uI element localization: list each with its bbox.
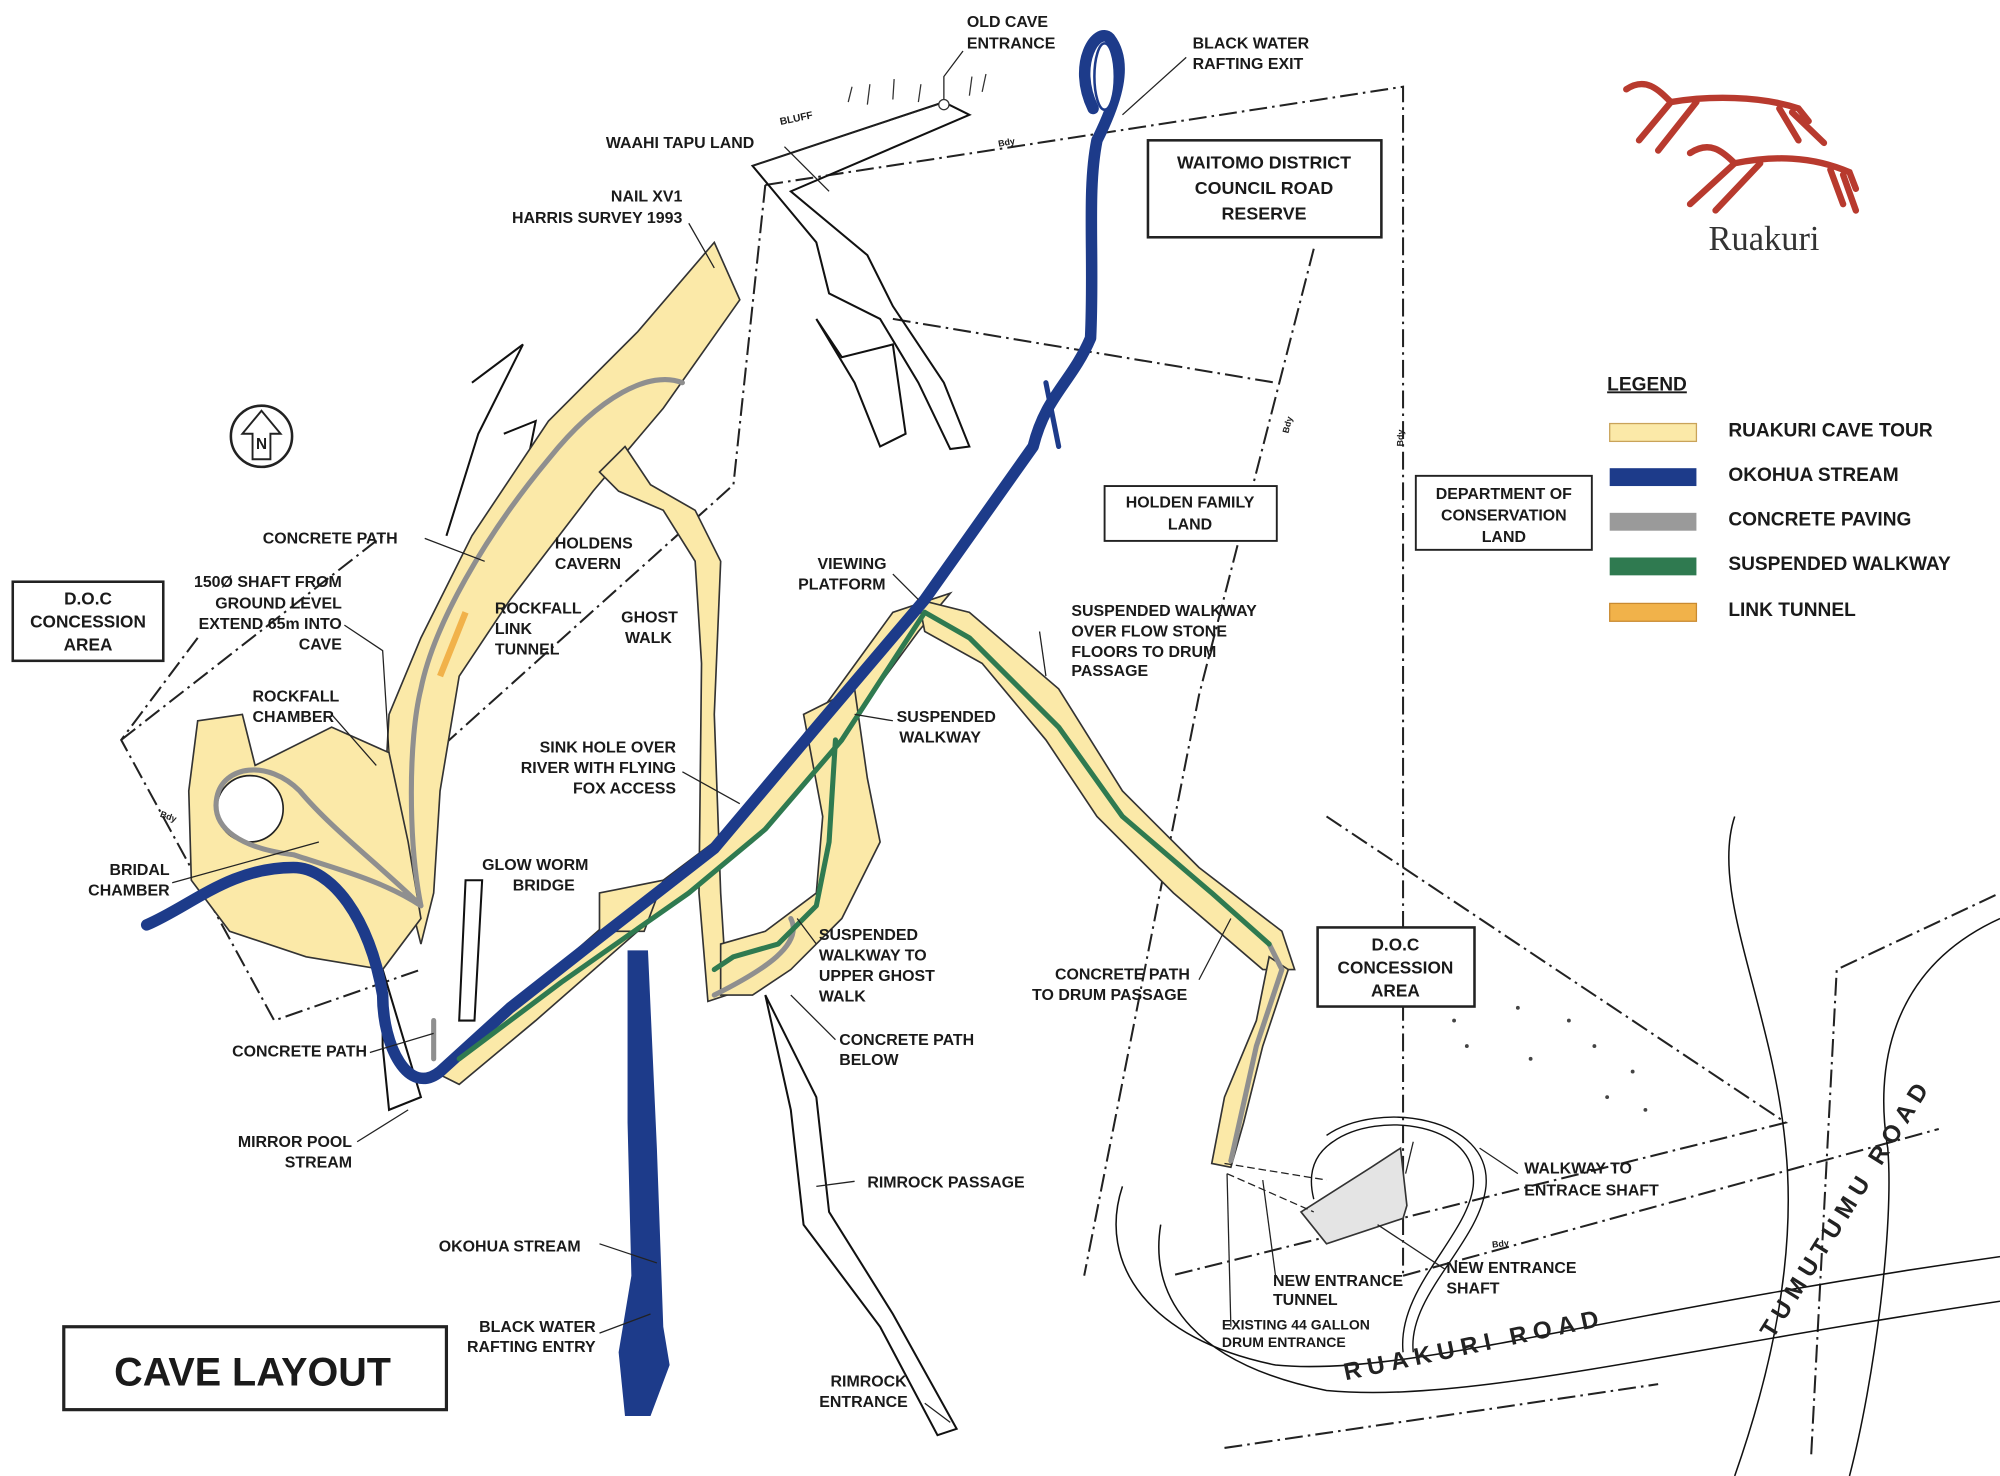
legend-item-cave-tour: RUAKURI CAVE TOUR — [1609, 420, 1933, 443]
svg-text:CONCRETE PAVING: CONCRETE PAVING — [1728, 510, 1911, 531]
svg-text:RUAKURI CAVE TOUR: RUAKURI CAVE TOUR — [1728, 420, 1933, 441]
ruakuri-logo: Ruakuri — [1623, 80, 1860, 258]
north-arrow: N — [229, 404, 294, 469]
legend-item-paving: CONCRETE PAVING — [1609, 510, 1911, 531]
legend-item-stream: OKOHUA STREAM — [1609, 465, 1899, 487]
legend-item-link: LINK TUNNEL — [1609, 600, 1856, 622]
label-concrete-path-west: CONCRETE PATH — [232, 1043, 367, 1060]
cave-tour-areas — [187, 240, 1296, 1169]
new-entrance-shaft — [1224, 1116, 1487, 1353]
link-tunnel — [437, 611, 469, 678]
legend: LEGEND RUAKURI CAVE TOUR OKOHUA STREAM C… — [1607, 374, 1951, 622]
dog-logo-icon — [1623, 80, 1860, 214]
leader-lines — [172, 50, 1519, 1423]
bdy-label: Bdy — [159, 809, 178, 824]
bdy-label: Bdy — [1281, 415, 1295, 434]
bluff-label: BLUFF — [779, 110, 814, 128]
label-waahi-tapu: WAAHI TAPU LAND — [606, 135, 754, 152]
bdy-label: Bdy — [997, 136, 1015, 149]
legend-heading: LEGEND — [1607, 374, 1687, 395]
svg-text:LINK TUNNEL: LINK TUNNEL — [1728, 600, 1856, 621]
stream-south — [618, 950, 670, 1417]
okohua-stream — [140, 30, 1125, 1417]
bdy-label: Bdy — [1492, 1238, 1510, 1250]
legend-item-walkway: SUSPENDED WALKWAY — [1609, 554, 1951, 576]
svg-text:Ruakuri: Ruakuri — [1709, 220, 1820, 258]
bluff-symbol — [847, 73, 987, 111]
label-concrete-path-top: CONCRETE PATH — [263, 530, 398, 547]
title-box: CAVE LAYOUT — [62, 1325, 449, 1412]
concrete-paving — [213, 377, 1285, 1164]
page-title: CAVE LAYOUT — [114, 1350, 391, 1394]
svg-text:N: N — [256, 436, 267, 453]
svg-text:SUSPENDED WALKWAY: SUSPENDED WALKWAY — [1728, 554, 1951, 575]
svg-text:OKOHUA STREAM: OKOHUA STREAM — [1728, 465, 1898, 486]
suspended-walkway — [456, 609, 1272, 1062]
survey-dots — [1452, 1005, 1648, 1112]
ruakuri-road-label: RUAKURI ROAD — [1341, 1304, 1607, 1386]
bdy-label: Bdy — [1395, 429, 1406, 446]
tumutumu-road-label: TUMUTUMU ROAD — [1755, 1073, 1937, 1342]
label-okohua-stream: OKOHUA STREAM — [439, 1238, 581, 1255]
label-rimrock-passage: RIMROCK PASSAGE — [867, 1175, 1024, 1192]
